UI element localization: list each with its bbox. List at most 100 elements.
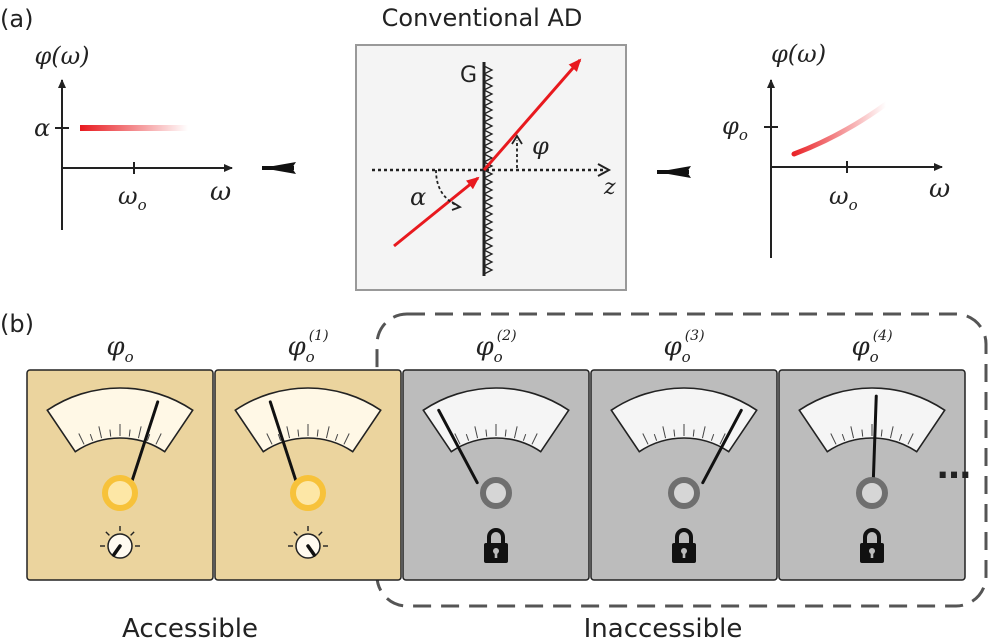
arrow-right-icon-shaft <box>657 170 689 174</box>
meter-needle <box>871 394 878 480</box>
dial-tick <box>830 433 837 445</box>
grating-tooth <box>483 129 494 139</box>
meter-needle <box>130 400 160 482</box>
dial-tick <box>841 433 846 441</box>
grating-tooth <box>483 89 494 99</box>
indicator-lamp-off <box>480 477 512 509</box>
right-y-tick-label: φo <box>722 112 748 144</box>
dial-tick <box>266 433 273 445</box>
dial-tick <box>454 433 461 445</box>
dial-tick <box>513 426 518 439</box>
indicator-lamp-on <box>102 475 138 511</box>
dial-tick <box>316 429 319 437</box>
dial-tick <box>710 433 715 441</box>
knob-icon[interactable] <box>100 526 140 559</box>
grating-tooth <box>483 225 494 235</box>
right-x-label: ω <box>929 174 950 204</box>
inaccessible-label: Inaccessible <box>584 614 743 641</box>
meters-row: φo φo(1) φo(2) φo(3) φo(4) <box>26 328 966 581</box>
grating-tooth <box>483 249 494 259</box>
alpha-arc-arrowhead <box>451 201 463 211</box>
grating-tooth <box>483 153 494 163</box>
right-chirp-curve <box>791 101 889 157</box>
grating-tooth <box>483 169 494 179</box>
indicator-lamp-on <box>290 475 326 511</box>
dial-tick <box>653 433 658 441</box>
dial-tick <box>701 426 706 439</box>
right-y-label: φ(ω) <box>771 40 826 68</box>
phi-label: φ <box>532 132 549 160</box>
indicator-lamp-off <box>668 477 700 509</box>
left-y-label: φ(ω) <box>34 42 89 70</box>
dial-tick <box>907 433 914 445</box>
dial-tick <box>137 426 142 439</box>
grating-tooth <box>483 105 494 115</box>
meter-4: φo(3) <box>590 328 778 581</box>
right-plot: φ(ω) ω φo ωo <box>722 40 950 258</box>
center-title: Conventional AD <box>382 4 583 32</box>
dial-tick <box>861 429 864 437</box>
grating-tooth <box>483 121 494 131</box>
grating-tooth <box>483 97 494 107</box>
dial-tick <box>297 429 300 437</box>
ellipsis: … <box>937 447 971 487</box>
right-x-tick-label: ωo <box>829 182 858 214</box>
grating-tooth <box>483 65 494 75</box>
meter-title: φo(1) <box>287 328 328 366</box>
dial-tick <box>89 433 94 441</box>
left-x-label: ω <box>210 177 231 207</box>
grating-tooth <box>483 209 494 219</box>
meter-needle <box>701 408 743 485</box>
meter-3: φo(2) <box>402 328 590 581</box>
meter-dial-icon <box>422 387 570 453</box>
grating-tooth <box>483 177 494 187</box>
meter-title: φo(3) <box>663 328 704 366</box>
left-constant-phase-curve <box>80 125 188 131</box>
dial-tick <box>343 433 350 445</box>
meter-2: φo(1) <box>214 328 402 581</box>
dial-tick <box>155 433 162 445</box>
dial-tick <box>465 433 470 441</box>
grating-tooth <box>483 233 494 243</box>
dial-tick <box>504 429 507 437</box>
conventional-ad-box: G α φ z <box>355 44 627 291</box>
left-plot: φ(ω) ω α ωo <box>34 42 233 230</box>
grating-tooth <box>483 113 494 123</box>
diffracted-beam <box>482 58 582 171</box>
meter-needle <box>268 400 298 482</box>
meter-dial-icon <box>610 387 758 453</box>
dial-tick <box>673 429 676 437</box>
meter-1: φo <box>26 332 214 581</box>
incident-beam <box>393 176 480 248</box>
grating-tooth <box>483 217 494 227</box>
alpha-label: α <box>410 183 426 211</box>
grating-tooth <box>483 145 494 155</box>
meter-title: φo(4) <box>851 328 892 366</box>
dial-tick <box>642 433 649 445</box>
dial-tick <box>692 429 695 437</box>
left-y-tick-label: α <box>34 114 50 142</box>
meter-title: φo <box>106 332 133 366</box>
grating-tooth <box>483 185 494 195</box>
panel-a-label: (a) <box>0 5 33 33</box>
dial-tick <box>662 426 667 439</box>
grating-tooth <box>483 193 494 203</box>
grating-tooth <box>483 73 494 83</box>
dial-tick <box>522 433 527 441</box>
dial-tick <box>286 426 291 439</box>
left-x-tick-label: ωo <box>118 182 147 214</box>
knob-icon[interactable] <box>288 526 328 559</box>
indicator-lamp-off <box>856 477 888 509</box>
z-label: z <box>603 175 616 200</box>
grating-tooth <box>483 201 494 211</box>
grating-tooth <box>483 265 494 275</box>
dial-tick <box>850 426 855 439</box>
meter-5: φo(4) <box>778 328 966 581</box>
dial-tick <box>109 429 112 437</box>
grating-tooth <box>483 137 494 147</box>
dial-tick <box>474 426 479 439</box>
dial-tick <box>98 426 103 439</box>
grating-tooth <box>483 81 494 91</box>
dial-tick <box>889 426 894 439</box>
